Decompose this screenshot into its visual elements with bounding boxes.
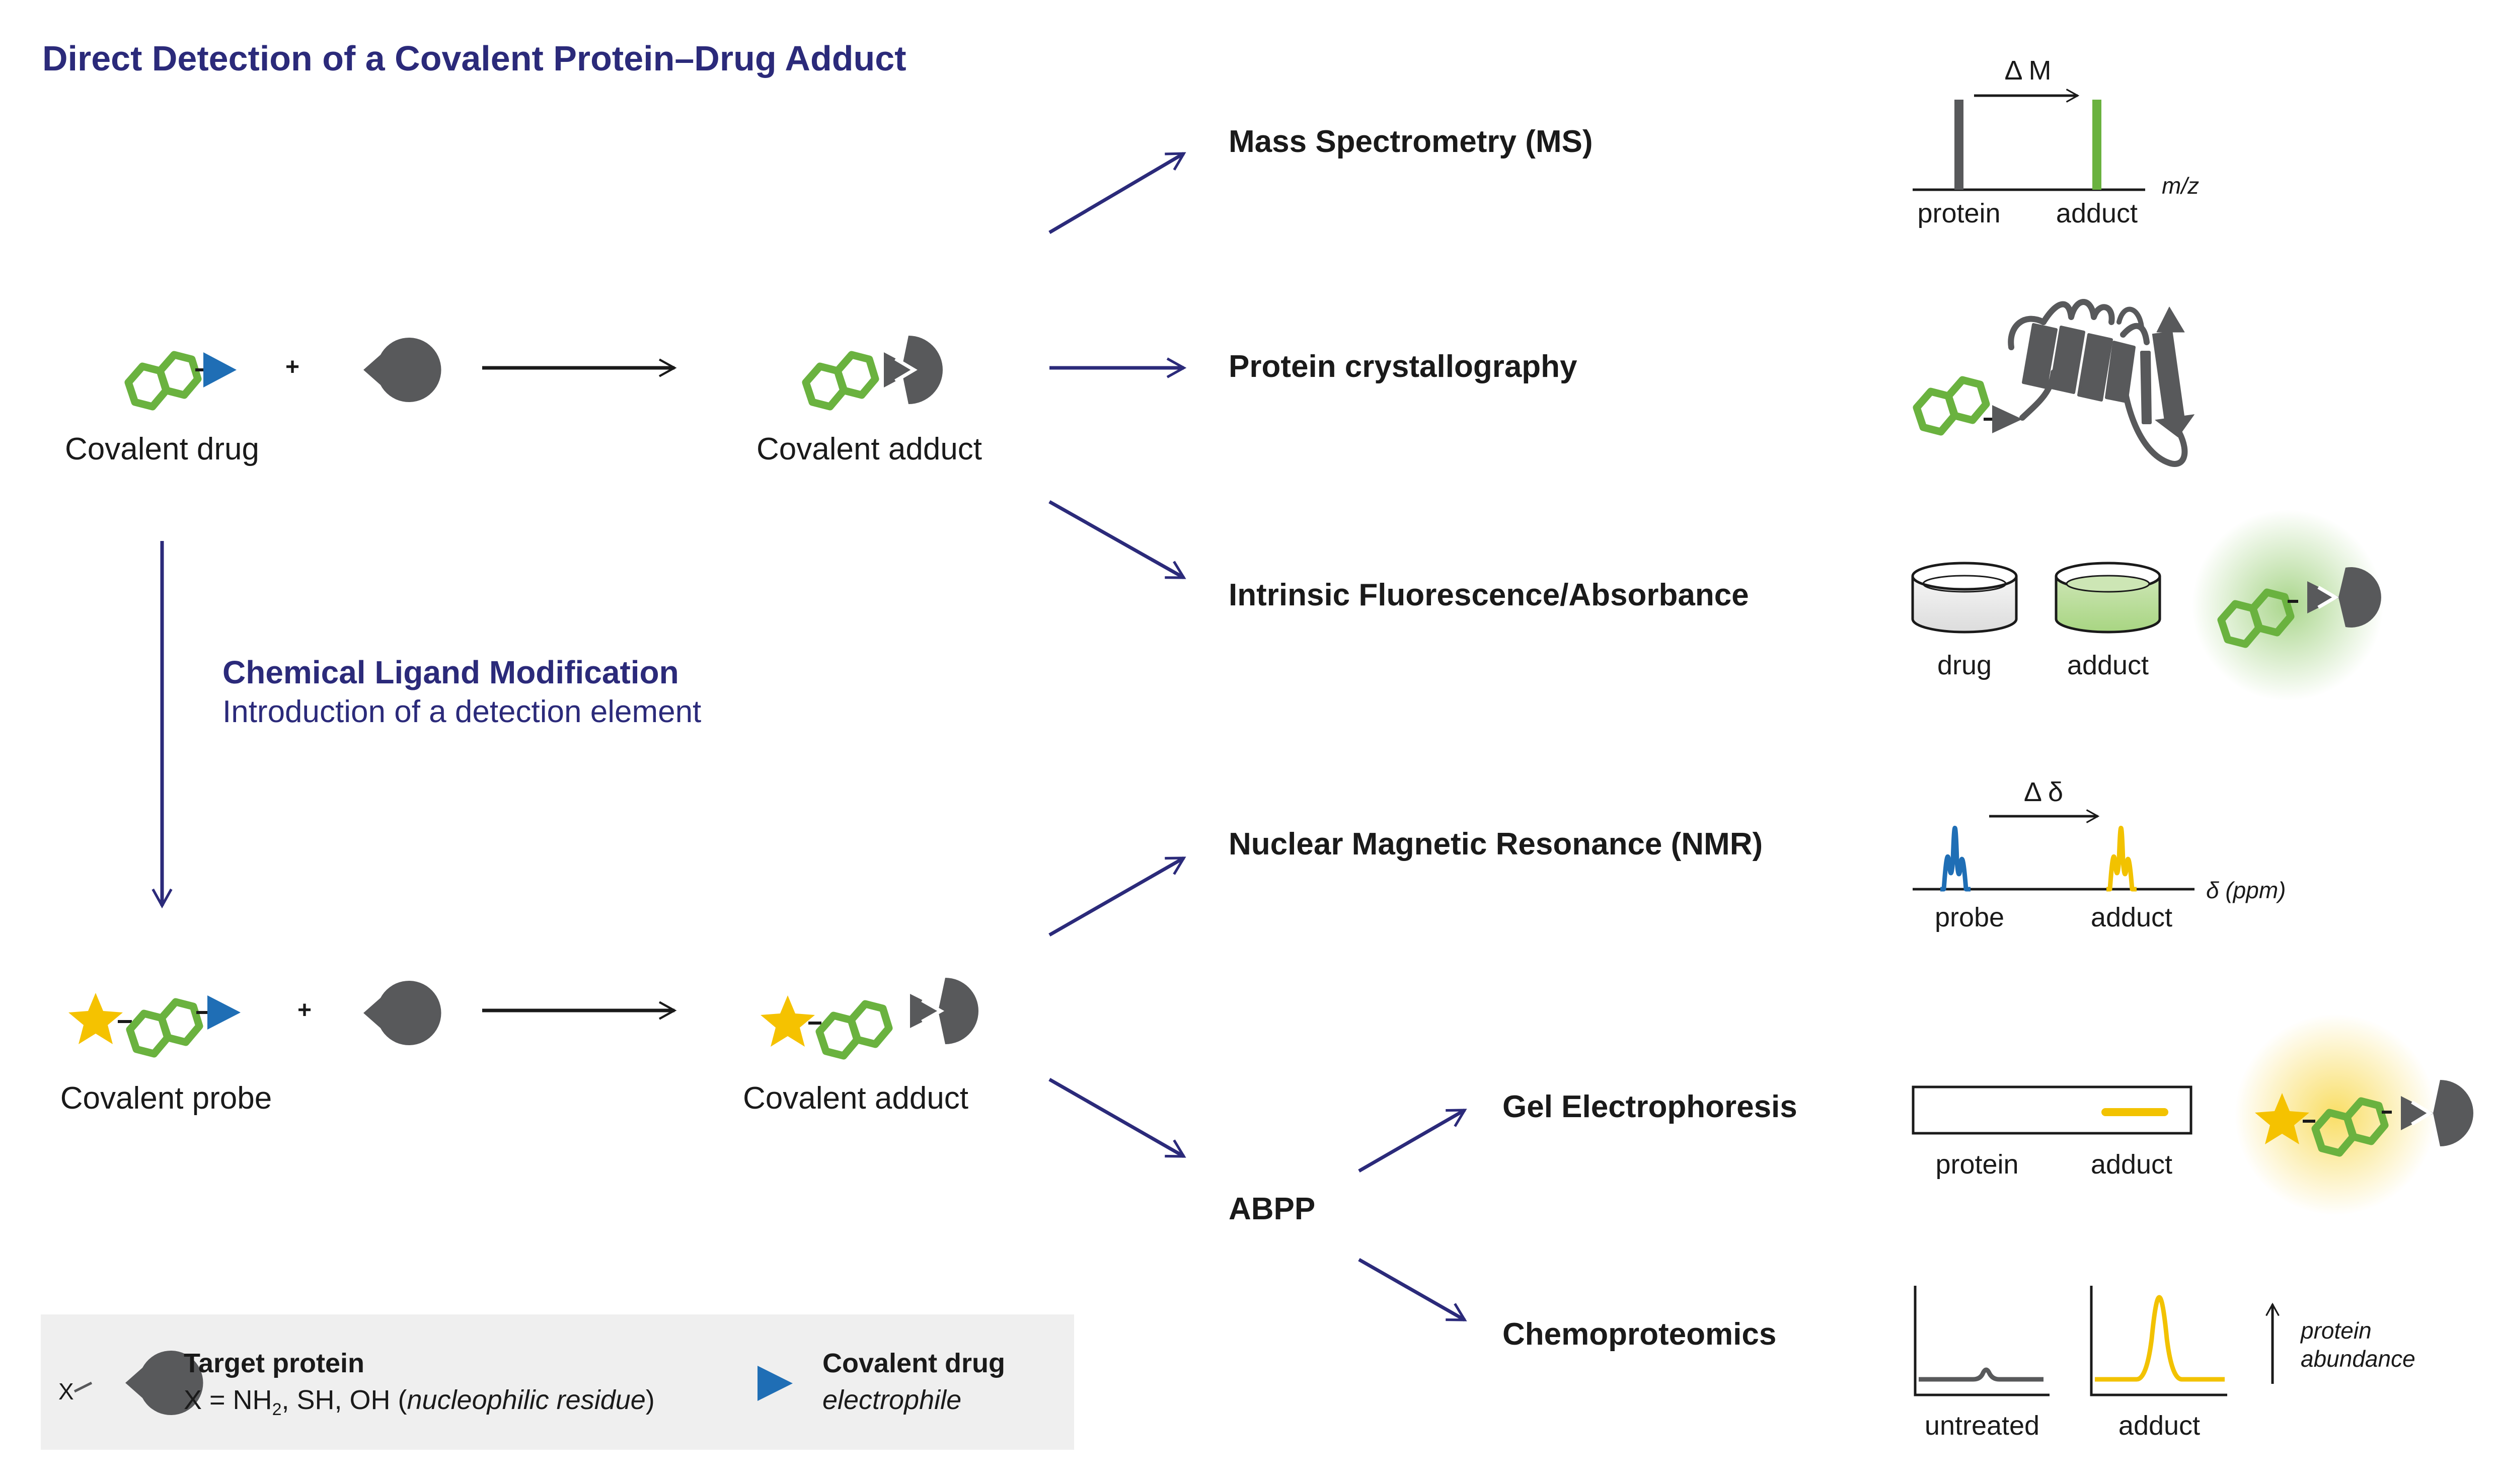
gel-protein-label: protein [1935, 1149, 2018, 1180]
electrophile-triangle-icon [207, 995, 241, 1030]
ms-delta-label: Δ M [2004, 55, 2051, 86]
protein-ribbon-icon [2008, 299, 2195, 467]
target-protein-pacman-icon [363, 981, 441, 1045]
target-protein-pacman-icon [125, 1351, 203, 1415]
adduct-plot [2090, 1286, 2227, 1396]
plus-sign-top: + [285, 354, 299, 380]
fluorescence-illustration: drug adduct [1911, 510, 2383, 701]
label-covalent-probe: Covalent probe [60, 1081, 272, 1116]
legend-protein-title: Target protein [184, 1348, 364, 1378]
arrow-to-abpp [1048, 1077, 1186, 1158]
gel-illustration: protein adduct [1912, 1014, 2473, 1215]
label-covalent-adduct-bottom: Covalent adduct [743, 1081, 968, 1116]
hexagon-pair-icon [124, 351, 202, 411]
method-chemoproteomics-title: Chemoproteomics [1502, 1317, 1776, 1352]
legend-protein-desc-prefix: X = NH [184, 1385, 272, 1415]
covalent-drug-molecule [124, 351, 237, 411]
method-fluorescence-title: Intrinsic Fluorescence/Absorbance [1229, 578, 1749, 612]
chemo-adduct-label: adduct [2118, 1411, 2200, 1441]
nmr-delta-label: Δ δ [2024, 777, 2063, 807]
nmr-probe-peaks [1940, 826, 1971, 892]
ms-spectrum-illustration: Δ M m/z protein adduct [1913, 55, 2199, 228]
hexagon-pair-icon [802, 351, 879, 411]
star-icon [68, 993, 123, 1044]
branch-arrows [1048, 151, 1467, 1322]
electrophile-triangle-icon [203, 352, 237, 387]
nmr-adduct-peaks [2106, 826, 2137, 892]
arrow-to-chemoproteomics [1358, 1258, 1467, 1322]
nmr-spectrum-illustration: Δ δ δ (ppm) probe adduct [1913, 777, 2286, 932]
arrow-to-gel [1358, 1108, 1467, 1173]
ms-axis-label: m/z [2162, 173, 2199, 199]
crystal-structure-illustration [1913, 299, 2195, 467]
modification-title: Chemical Ligand Modification [222, 654, 679, 690]
plus-sign-bottom: + [297, 997, 312, 1024]
nmr-axis-label: δ (ppm) [2206, 877, 2286, 903]
method-gel-title: Gel Electrophoresis [1502, 1089, 1797, 1124]
chemoproteomics-illustration: protein abundance untreated adduct [1914, 1286, 2415, 1441]
modification-subtitle: Introduction of a detection element [222, 694, 701, 729]
ms-protein-peak [1954, 100, 1963, 190]
fluor-adduct-label: adduct [2067, 650, 2149, 680]
legend-box: X Target protein X = NH2, SH, OH (nucleo… [41, 1314, 1074, 1450]
arrow-to-nmr [1048, 856, 1186, 937]
arrow-to-ms [1048, 151, 1186, 235]
legend-protein-desc-mid: , SH, OH ( [281, 1385, 407, 1415]
fluor-drug-label: drug [1937, 650, 1992, 680]
legend-drug-title: Covalent drug [822, 1348, 1005, 1378]
nmr-adduct-label: adduct [2091, 902, 2172, 932]
method-nmr-title: Nuclear Magnetic Resonance (NMR) [1229, 827, 1763, 862]
legend-protein-desc-italic: nucleophilic residue [407, 1385, 646, 1415]
method-ms-title: Mass Spectrometry (MS) [1229, 124, 1593, 159]
legend-protein-desc-suffix: ) [646, 1385, 655, 1415]
legend-x-label: X [58, 1378, 74, 1404]
label-covalent-adduct-top: Covalent adduct [756, 432, 982, 466]
ms-adduct-label: adduct [2056, 198, 2138, 228]
legend-protein-desc-sub: 2 [272, 1400, 282, 1419]
hexagon-pair-icon [126, 998, 203, 1058]
covalent-adduct-top [802, 336, 943, 411]
arrow-to-fluorescence [1048, 500, 1186, 580]
untreated-plot [1914, 1286, 2050, 1396]
target-protein-pacman-icon [363, 338, 441, 402]
covalent-adduct-bottom [761, 978, 978, 1060]
method-crystallography-title: Protein crystallography [1229, 349, 1577, 384]
hexagon-pair-icon [1913, 376, 1990, 436]
gel-adduct-label: adduct [2091, 1149, 2172, 1180]
method-abpp-title: ABPP [1229, 1192, 1315, 1226]
covalent-probe-molecule [68, 993, 241, 1058]
chemo-axis-line2: abundance [2301, 1346, 2415, 1372]
ms-protein-label: protein [1917, 198, 2000, 228]
legend-drug-desc: electrophile [822, 1385, 961, 1415]
chemo-untreated-label: untreated [1925, 1411, 2039, 1441]
chemo-axis-line1: protein [2300, 1317, 2372, 1344]
electrophile-triangle-icon [758, 1366, 793, 1401]
adduct-cuvette-icon [2055, 562, 2161, 634]
page-title: Direct Detection of a Covalent Protein–D… [42, 39, 906, 78]
legend-protein-desc: X = NH2, SH, OH (nucleophilic residue) [184, 1385, 655, 1419]
ms-adduct-peak [2092, 100, 2101, 190]
nmr-probe-label: probe [1935, 902, 2004, 932]
drug-cuvette-icon [1911, 562, 2018, 634]
label-covalent-drug: Covalent drug [65, 432, 259, 466]
